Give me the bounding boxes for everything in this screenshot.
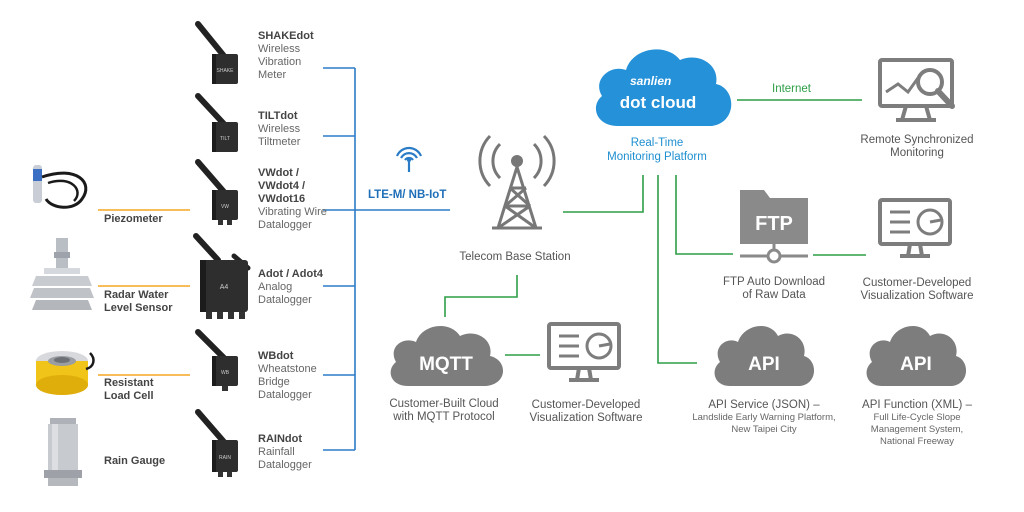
raindot-device-icon: RAIN	[188, 408, 248, 482]
wireless-signal-icon	[392, 136, 426, 172]
remote-monitoring-icon	[876, 56, 960, 126]
rain-gauge-icon	[40, 418, 86, 488]
ftp-folder-icon: FTP	[734, 184, 814, 270]
device-tiltdot: TILTdot Wireless Tiltmeter	[258, 110, 301, 148]
ftp-icon-text: FTP	[755, 213, 793, 235]
piezometer-icon	[22, 163, 96, 219]
vwdot-badge: VW	[221, 204, 229, 210]
api-xml-cloud-icon: API	[860, 318, 970, 390]
sensor-label-load-cell: Resistant Load Cell	[104, 377, 154, 402]
device-vwdot: VWdot / VWdot4 / VWdot16 Vibrating Wire …	[258, 167, 327, 231]
mqtt-icon-text: MQTT	[419, 354, 473, 375]
device-raindot: RAINdot Rainfall Datalogger	[258, 433, 312, 471]
dot-cloud-icon	[588, 40, 738, 130]
tiltdot-badge: TILT	[220, 136, 230, 142]
sensor-lines	[98, 209, 190, 376]
wbdot-device-icon: WB	[188, 328, 248, 392]
mqtt-label: Customer-Built Cloud with MQTT Protocol	[389, 398, 499, 423]
internet-label: Internet	[772, 83, 811, 95]
visualization-monitor-icon-right	[876, 196, 956, 262]
device-bus-lines	[323, 67, 450, 451]
adot-device-icon: A4	[190, 232, 254, 326]
shakedot-badge: SHAKE	[217, 68, 235, 74]
cloud-caption: Real-Time Monitoring Platform	[607, 137, 707, 163]
network-label: LTE-M/ NB-IoT	[368, 189, 447, 201]
device-shakedot: SHAKEdot Wireless Vibration Meter	[258, 30, 314, 81]
customer-visualization-label-right: Customer-Developed Visualization Softwar…	[860, 277, 974, 302]
cloud-brand: sanlien	[630, 74, 672, 88]
device-adot: Adot / Adot4 Analog Datalogger	[258, 268, 323, 306]
api-json-cloud-icon: API	[708, 318, 818, 390]
visualization-monitor-icon-left	[545, 320, 625, 386]
radar-water-level-sensor-icon	[30, 238, 96, 312]
vwdot-device-icon: VW	[188, 158, 248, 230]
remote-monitoring-label: Remote Synchronized Monitoring	[860, 134, 974, 159]
tiltdot-device-icon: TILT	[188, 92, 248, 156]
ftp-label: FTP Auto Download of Raw Data	[722, 276, 826, 301]
network-lines	[444, 99, 866, 364]
shakedot-device-icon: SHAKE	[188, 20, 248, 90]
base-station-label: Telecom Base Station	[459, 251, 571, 263]
cloud-name: dot cloud	[619, 93, 697, 112]
wbdot-badge: WB	[221, 370, 230, 376]
raindot-badge: RAIN	[219, 455, 231, 461]
device-wbdot: WBdot Wheatstone Bridge Datalogger	[258, 350, 317, 401]
mqtt-cloud-icon: MQTT	[384, 318, 508, 390]
customer-visualization-label-left: Customer-Developed Visualization Softwar…	[529, 399, 643, 424]
api-xml-label: API Function (XML) – Full Life-Cycle Slo…	[862, 399, 972, 447]
cell-tower-icon	[470, 122, 564, 232]
sensor-label-piezometer: Piezometer	[104, 213, 163, 225]
sensor-label-radar-water-level: Radar Water Level Sensor	[104, 289, 173, 314]
adot-badge: A4	[220, 284, 229, 291]
api-xml-icon-text: API	[900, 354, 932, 375]
load-cell-icon	[32, 343, 98, 399]
sensor-label-rain-gauge: Rain Gauge	[104, 455, 166, 467]
api-json-icon-text: API	[748, 354, 780, 375]
api-json-label: API Service (JSON) – Landslide Early War…	[692, 399, 836, 435]
